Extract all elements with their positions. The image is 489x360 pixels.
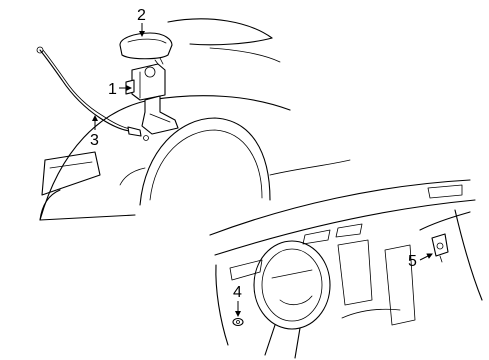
grommet-part	[232, 317, 244, 327]
callout-1-label: 1	[108, 81, 117, 98]
callout-1: 1	[108, 81, 132, 98]
cruise-actuator-part	[125, 57, 179, 135]
vehicle-body-illustration	[39, 18, 351, 221]
callout-4: 4	[233, 284, 242, 317]
callout-3: 3	[90, 115, 99, 149]
dashboard-illustration	[209, 179, 483, 359]
callout-2: 2	[137, 7, 146, 37]
callout-5: 5	[408, 253, 433, 270]
callout-5-label: 5	[408, 253, 417, 270]
callout-2-label: 2	[137, 7, 146, 24]
callout-4-label: 4	[233, 284, 242, 301]
actuator-cover-part	[119, 32, 173, 60]
dash-switch-part	[431, 233, 449, 263]
control-cable-part	[36, 46, 149, 141]
callout-3-label: 3	[90, 132, 99, 149]
